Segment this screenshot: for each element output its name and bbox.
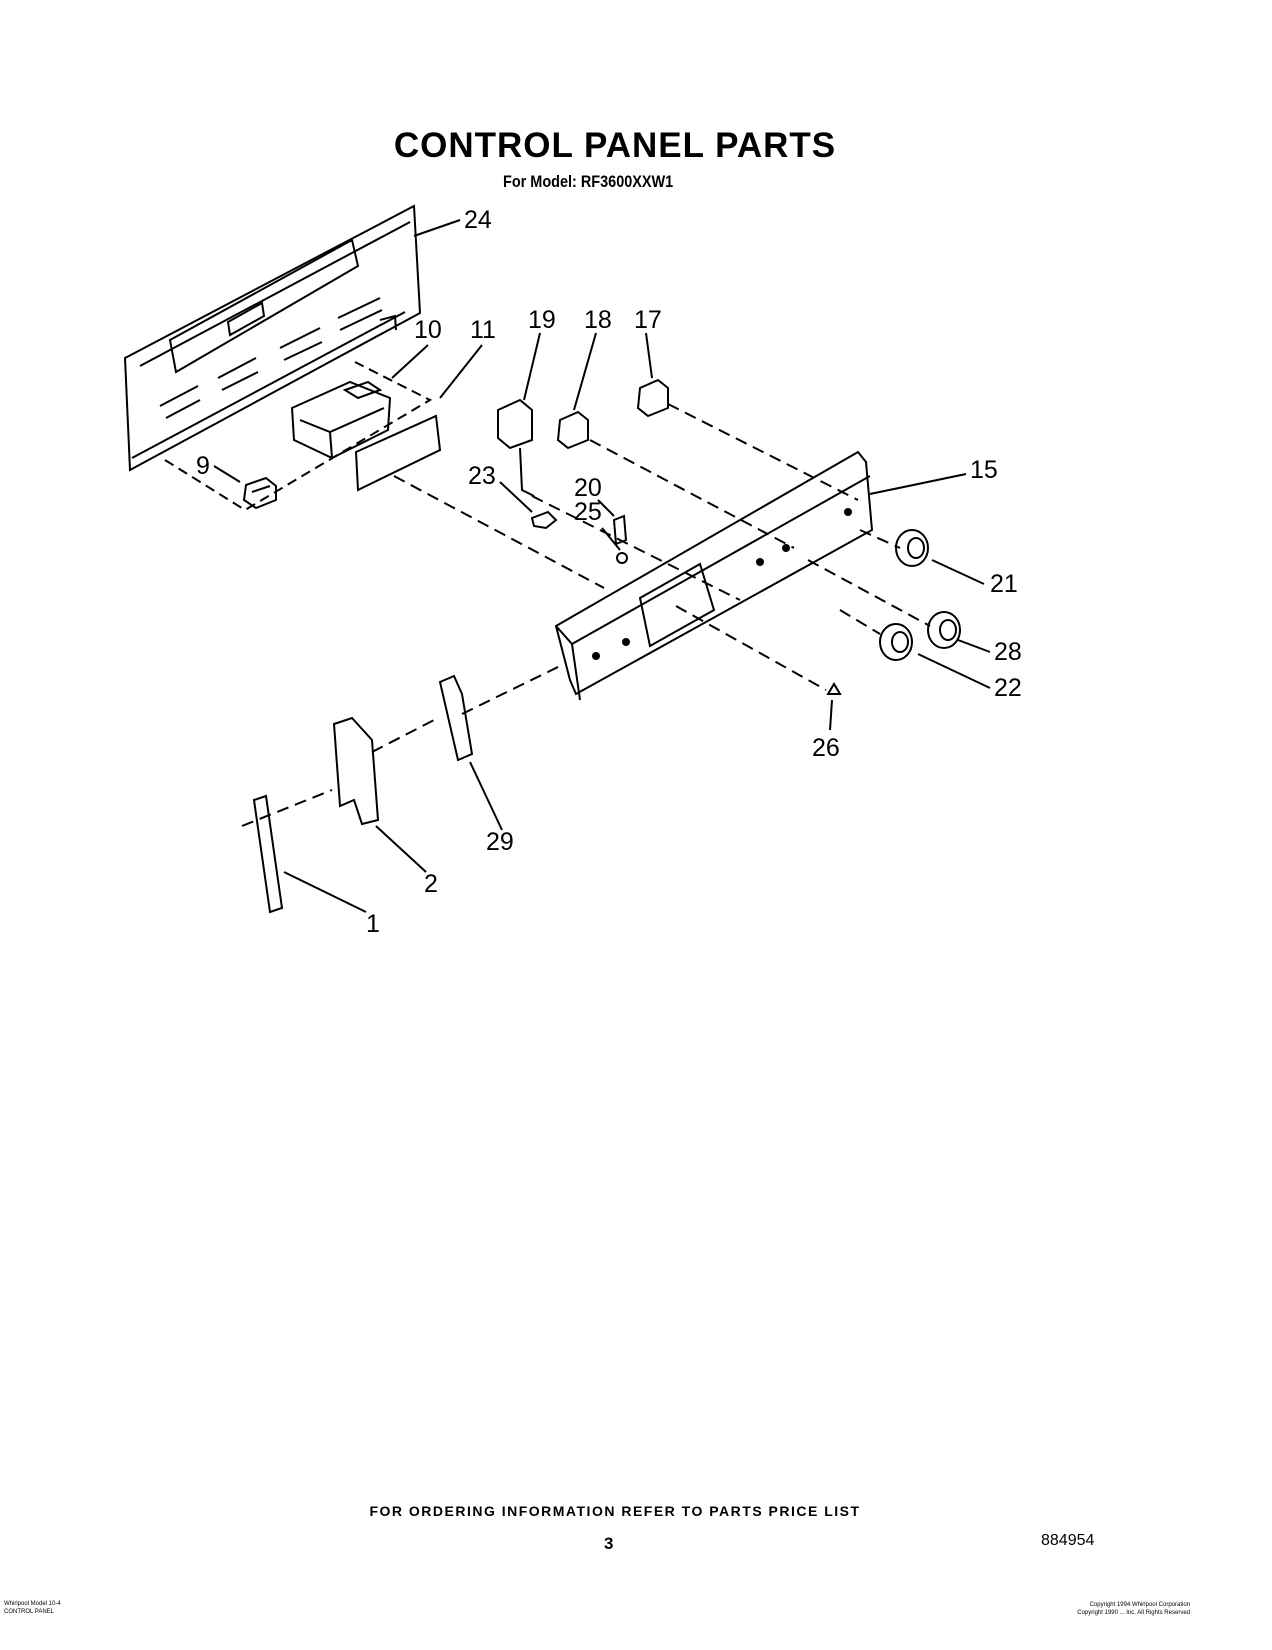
ordering-info-note: FOR ORDERING INFORMATION REFER TO PARTS … [369, 1503, 861, 1519]
fine-print-left: Whirlpool Model 10-4 CONTROL PANEL [4, 1601, 61, 1615]
callout-24: 24 [464, 206, 492, 234]
part-18-switch [556, 410, 589, 450]
callout-1: 1 [366, 910, 380, 938]
callout-28: 28 [994, 638, 1022, 666]
fine-print-right: Copyright 1994 Whirlpool Corporation Cop… [1077, 1602, 1190, 1616]
knob-28 [927, 611, 961, 649]
callout-10: 10 [414, 316, 442, 344]
callout-21: 21 [990, 570, 1018, 598]
callout-18: 18 [584, 306, 612, 334]
callout-29: 29 [486, 828, 514, 856]
callout-20: 20 [574, 474, 602, 502]
callout-25: 25 [574, 498, 602, 526]
document-number: 884954 [1041, 1532, 1095, 1549]
part-11-plate [354, 414, 442, 492]
part-26-screw [826, 682, 842, 695]
part-9-switch [242, 476, 277, 510]
part-25-washer [616, 552, 628, 564]
callout-17: 17 [634, 306, 662, 334]
callout-23: 23 [468, 462, 496, 490]
part-20-clip [612, 514, 628, 546]
callout-22: 22 [994, 674, 1022, 702]
model-subtitle: For Model: RF3600XXW1 [503, 172, 674, 191]
callout-2: 2 [424, 870, 438, 898]
part-17-switch [636, 378, 669, 418]
callout-15: 15 [970, 456, 998, 484]
page-title: CONTROL PANEL PARTS [393, 126, 837, 165]
callout-11: 11 [470, 316, 496, 344]
knob-21 [895, 529, 929, 567]
part-29-end-cap [438, 674, 474, 762]
part-2-end-cap [332, 716, 380, 826]
part-1-end-cap [252, 794, 284, 914]
part-19-switch [497, 398, 535, 497]
callout-9: 9 [196, 452, 210, 480]
page-number: 3 [604, 1534, 614, 1553]
knob-22 [879, 623, 913, 661]
callout-26: 26 [812, 734, 840, 762]
part-15-control-rail [554, 450, 874, 701]
callout-19: 19 [528, 306, 556, 334]
part-23-connector [530, 510, 558, 530]
part-10-clock [290, 380, 392, 460]
rear-console-panel-part [123, 204, 422, 472]
